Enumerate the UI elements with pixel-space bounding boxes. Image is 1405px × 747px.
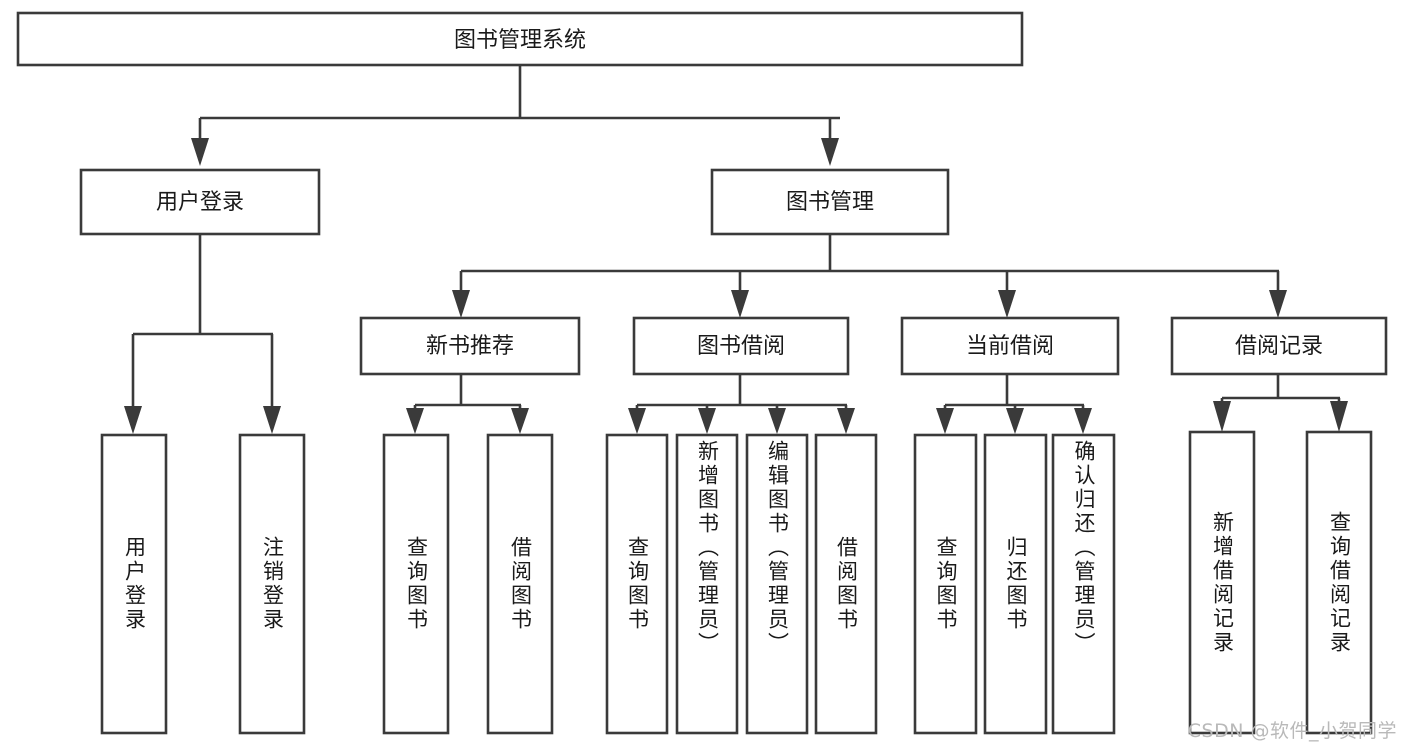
- leaf-box-bookborrow-4[interactable]: [814, 433, 878, 735]
- connector-group-borrowrecord: [1213, 374, 1348, 432]
- connector-group-root: [191, 65, 840, 166]
- arrow-borrowrecord-leaf-2: [1330, 401, 1348, 432]
- arrow-bookmgmt-child-2: [731, 290, 749, 318]
- leaf-box-userlogin-1[interactable]: [100, 433, 168, 735]
- connector-group-bookmgmt: [452, 234, 1287, 318]
- arrow-root-to-userlogin: [191, 138, 209, 166]
- connector-group-userlogin: [124, 234, 281, 434]
- node-bookborrow-label: 图书借阅: [697, 334, 785, 359]
- csdn-watermark: CSDN @软件_小贺同学: [1187, 720, 1397, 742]
- arrow-bookborrow-leaf-1: [628, 408, 646, 434]
- connector-group-newbook: [406, 374, 529, 434]
- leaf-box-bookborrow-2[interactable]: [675, 433, 739, 735]
- arrow-userlogin-leaf-2: [263, 406, 281, 434]
- arrow-bookmgmt-child-1: [452, 290, 470, 318]
- leaf-box-bookborrow-1[interactable]: [605, 433, 669, 735]
- node-bookmgmt-box[interactable]: [710, 168, 950, 236]
- arrow-bookborrow-leaf-3: [768, 408, 786, 434]
- node-borrowrecord-box[interactable]: [1170, 316, 1388, 376]
- node-root-box[interactable]: [16, 11, 1024, 67]
- leaf-box-currentborrow-3[interactable]: [1051, 433, 1116, 735]
- node-root-label: 图书管理系统: [454, 28, 586, 53]
- leaf-box-bookborrow-3[interactable]: [745, 433, 809, 735]
- connector-group-currentborrow: [936, 374, 1092, 434]
- node-currentborrow-box[interactable]: [900, 316, 1120, 376]
- node-currentborrow-label: 当前借阅: [966, 334, 1054, 359]
- arrow-bookborrow-leaf-2: [698, 408, 716, 434]
- node-bookmgmt-label: 图书管理: [786, 190, 874, 215]
- arrow-bookborrow-leaf-4: [837, 408, 855, 434]
- arrow-currentborrow-leaf-2: [1006, 408, 1024, 434]
- leaf-box-currentborrow-2[interactable]: [983, 433, 1048, 735]
- leaf-box-currentborrow-1[interactable]: [913, 433, 978, 735]
- arrow-currentborrow-leaf-3: [1074, 408, 1092, 434]
- arrow-bookmgmt-child-4: [1269, 290, 1287, 318]
- arrow-newbook-leaf-1: [406, 408, 424, 434]
- arrow-borrowrecord-leaf-1: [1213, 401, 1231, 432]
- leaf-box-newbook-1[interactable]: [382, 433, 450, 735]
- node-newbook-box[interactable]: [359, 316, 581, 376]
- arrow-newbook-leaf-2: [511, 408, 529, 434]
- node-userlogin-box[interactable]: [79, 168, 321, 236]
- leaf-box-borrowrecord-1[interactable]: [1188, 430, 1256, 735]
- connector-group-bookborrow: [628, 374, 855, 434]
- arrow-bookmgmt-child-3: [998, 290, 1016, 318]
- arrow-currentborrow-leaf-1: [936, 408, 954, 434]
- arrow-root-to-bookmgmt: [821, 138, 839, 166]
- leaf-box-newbook-2[interactable]: [486, 433, 554, 735]
- leaf-box-userlogin-2[interactable]: [238, 433, 306, 735]
- leaf-box-borrowrecord-2[interactable]: [1305, 430, 1373, 735]
- node-userlogin-label: 用户登录: [156, 190, 244, 215]
- node-newbook-label: 新书推荐: [426, 334, 514, 359]
- arrow-userlogin-leaf-1: [124, 406, 142, 434]
- node-borrowrecord-label: 借阅记录: [1235, 334, 1323, 359]
- node-bookborrow-box[interactable]: [632, 316, 850, 376]
